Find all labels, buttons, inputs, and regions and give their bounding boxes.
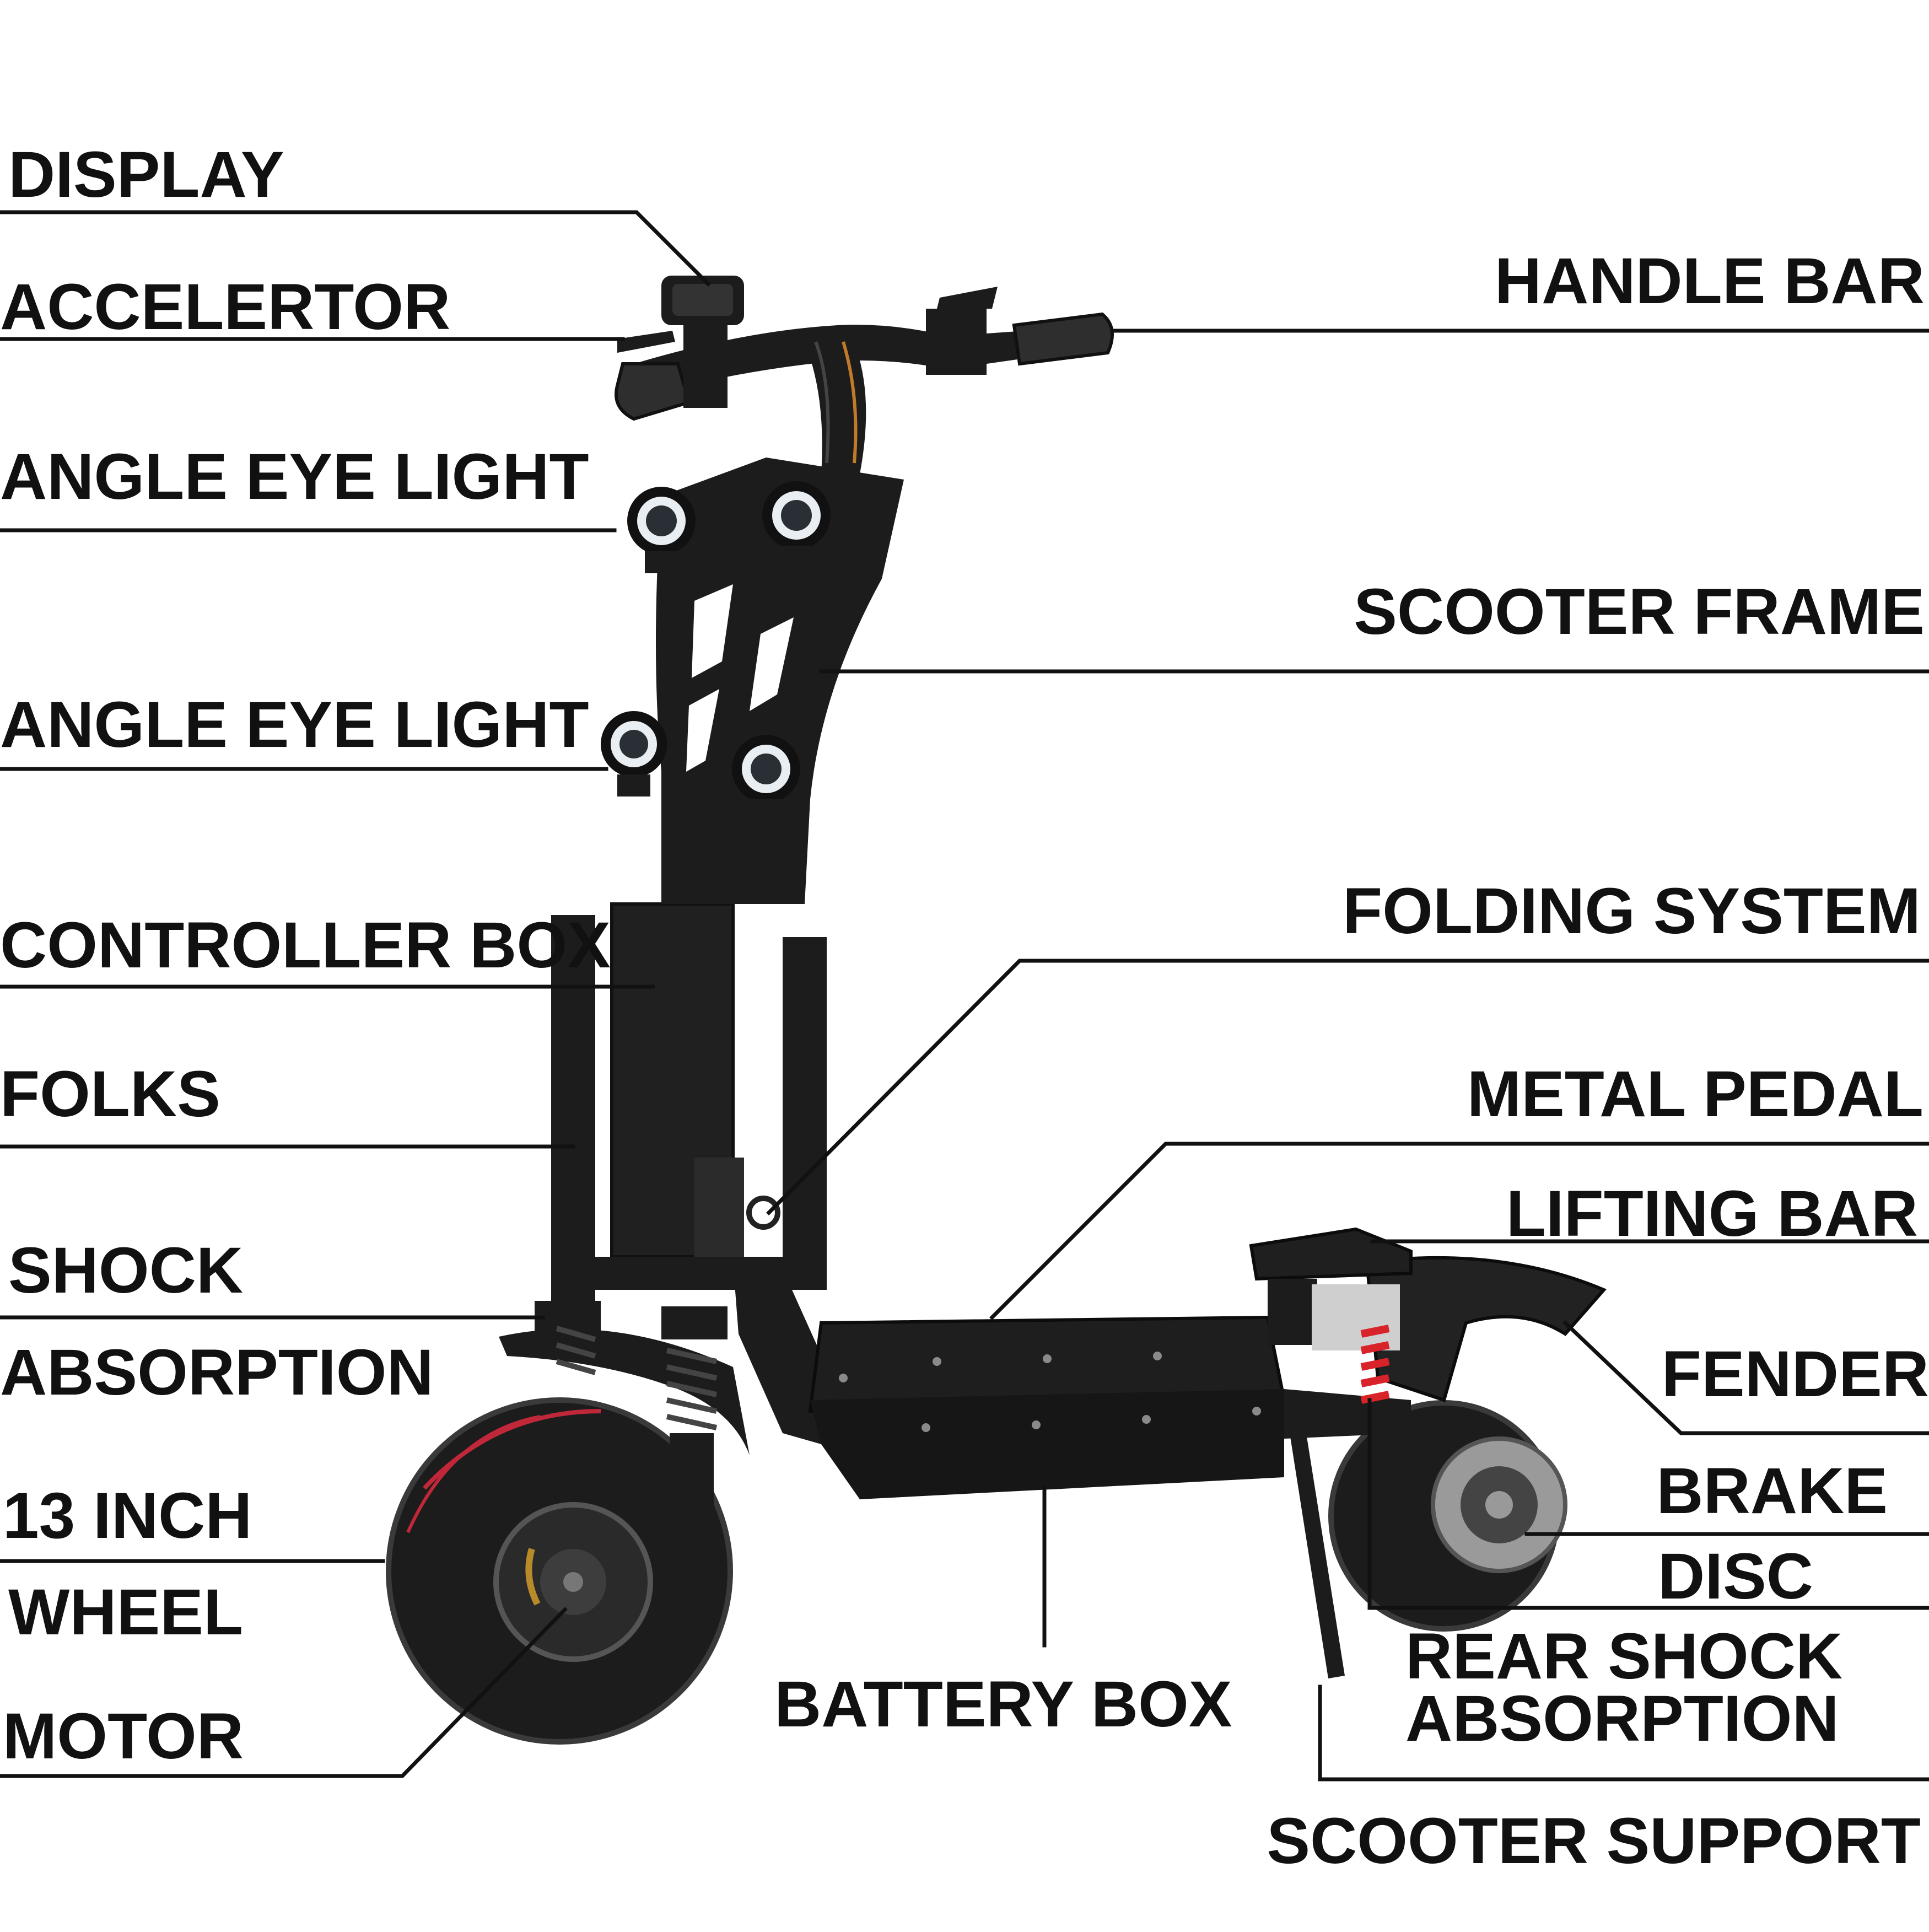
label-handle-bar: HANDLE BAR [1495, 245, 1925, 317]
label-motor: MOTOR [3, 1700, 244, 1773]
label-wheel-line2: WHEEL [8, 1576, 243, 1649]
left-grip [615, 362, 691, 421]
labels: DISPLAY ACCELERTOR ANGLE EYE LIGHT ANGLE… [0, 138, 1929, 1877]
label-controller-box: CONTROLLER BOX [0, 909, 611, 982]
label-folks: FOLKS [0, 1058, 220, 1131]
label-battery-box: BATTERY BOX [774, 1668, 1232, 1741]
frame-cutouts [686, 584, 794, 772]
front-wheel [386, 1397, 733, 1745]
label-angle-eye-light-upper: ANGLE EYE LIGHT [0, 440, 589, 513]
label-scooter-frame: SCOOTER FRAME [1354, 575, 1925, 648]
electric-scooter-icon [386, 276, 1607, 1745]
handlebar [615, 276, 1114, 474]
lifting-bar [1249, 1227, 1413, 1281]
label-metal-pedal: METAL PEDAL [1467, 1058, 1923, 1131]
leader-lines [0, 210, 1929, 1782]
label-fender: FENDER [1662, 1338, 1929, 1411]
rear-assembly [1249, 1227, 1607, 1678]
label-wheel-line1: 13 INCH [3, 1479, 252, 1552]
label-rear-shock-line2: ABSORPTION [1405, 1682, 1839, 1755]
deck-and-battery [808, 1315, 1286, 1499]
kickstand [1290, 1433, 1345, 1678]
label-scooter-support: SCOOTER SUPPORT [1267, 1805, 1921, 1877]
label-rear-shock-line1: REAR SHOCK [1405, 1620, 1842, 1693]
label-disc: DISC [1658, 1540, 1813, 1613]
label-display: DISPLAY [8, 138, 284, 211]
label-lifting-bar: LIFTING BAR [1506, 1177, 1918, 1250]
right-grip [1012, 312, 1114, 366]
label-brake: BRAKE [1656, 1455, 1888, 1527]
label-angle-eye-light-lower: ANGLE EYE LIGHT [0, 688, 589, 761]
label-folding-system: FOLDING SYSTEM [1343, 875, 1921, 948]
tire-accent-stripe [423, 1409, 601, 1490]
battery-box [810, 1389, 1284, 1499]
rear-fender [1365, 1256, 1607, 1402]
rear-shock-spring [1360, 1325, 1390, 1404]
folding-joint [733, 1257, 827, 1444]
label-shock-line2: ABSORPTION [0, 1336, 434, 1409]
label-accelerator: ACCELERTOR [0, 271, 450, 343]
angle-eye-lights [601, 481, 831, 821]
label-shock-line1: SHOCK [8, 1234, 243, 1307]
